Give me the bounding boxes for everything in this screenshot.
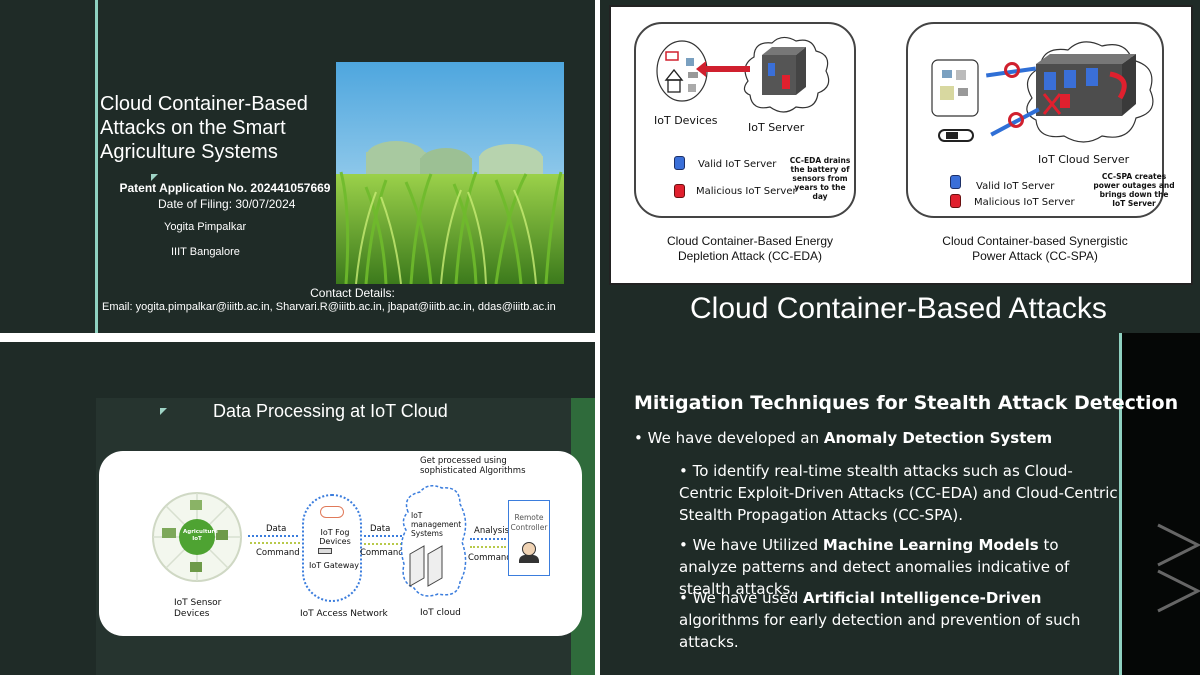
- sensor-devices-label: IoT Sensor Devices: [174, 598, 222, 619]
- bullet-3-tail: to analyze patterns and detect anomalies…: [679, 536, 1070, 598]
- iot-devices-label: IoT Devices: [654, 114, 718, 127]
- data-label-2: Data: [370, 524, 391, 534]
- remote-controller-label: Remote Controller: [510, 513, 548, 532]
- slide-title: Cloud Container-Based Attacks on the Sma…: [100, 93, 308, 163]
- valid-server-icon: [674, 156, 685, 170]
- iot-cloud-icon: [398, 482, 470, 607]
- cloud-icon: [320, 506, 344, 518]
- bullet-arrow-icon: [160, 408, 167, 415]
- cc-eda-note: CC-EDA drains the battery of sensors fro…: [789, 156, 851, 201]
- iot-server-icon: [740, 35, 832, 122]
- cc-eda-caption-line2: Depletion Attack (CC-EDA): [677, 249, 823, 263]
- devices-icon: [930, 58, 980, 123]
- access-network-label: IoT Access Network: [300, 609, 388, 619]
- patent-number: Patent Application No. 202441057669: [119, 181, 331, 195]
- fog-devices-label: IoT Fog Devices: [319, 528, 351, 546]
- data-arrow-icon: [364, 535, 402, 537]
- bullet-1-text: • We have developed an: [634, 429, 824, 447]
- title-slide: Cloud Container-Based Attacks on the Sma…: [0, 0, 595, 333]
- chevron-decoration-icon: [1156, 523, 1200, 618]
- battery-icon: [938, 129, 974, 142]
- bullet-1: • We have developed an Anomaly Detection…: [634, 427, 1114, 449]
- accent-line: [1119, 333, 1122, 675]
- malicious-server-icon: [950, 194, 961, 208]
- agriculture-iot-icon: [150, 490, 244, 589]
- slide-heading: Cloud Container-Based Attacks: [690, 292, 1107, 325]
- bullet-3-text: • We have Utilized: [679, 536, 823, 554]
- command-arrow-icon: [364, 543, 402, 545]
- malicious-server-icon: [674, 184, 685, 198]
- author-name: Yogita Pimpalkar: [164, 221, 247, 233]
- accent-line: [95, 0, 98, 333]
- cc-spa-caption-line1: Cloud Container-based Synergistic: [942, 234, 1128, 248]
- bullet-4: • We have used Artificial Intelligence-D…: [679, 587, 1119, 653]
- arrow-head-icon: [696, 61, 706, 77]
- data-processing-slide: Data Processing at IoT Cloud Get process…: [0, 342, 595, 675]
- block-icon: [1008, 112, 1024, 128]
- bullet-3: • We have Utilized Machine Learning Mode…: [679, 534, 1119, 600]
- mgmt-systems-label: IoT management Systems: [411, 511, 462, 538]
- iot-cloud-label: IoT cloud: [420, 608, 461, 618]
- attacks-slide: IoT Devices IoT Server Valid IoT Server …: [600, 0, 1200, 333]
- institution: IIIT Bangalore: [171, 246, 240, 258]
- bullet-4-bold: Artificial Intelligence-Driven: [802, 589, 1042, 607]
- valid-server-icon: [950, 175, 961, 189]
- contact-heading: Contact Details:: [310, 286, 395, 300]
- person-body-icon: [519, 555, 539, 563]
- iot-devices-icon: [656, 40, 708, 107]
- contact-emails: Email: yogita.pimpalkar@iiitb.ac.in, Sha…: [102, 301, 556, 313]
- processed-note: Get processed using sophisticated Algori…: [420, 456, 526, 476]
- person-icon: [522, 542, 536, 556]
- analysis-arrow-icon: [470, 538, 506, 540]
- slide-heading: Mitigation Techniques for Stealth Attack…: [634, 392, 1179, 414]
- dark-sidebar: [1122, 333, 1200, 675]
- bullet-4-text: • We have used: [679, 589, 803, 607]
- cloud-server-icon: [1020, 38, 1160, 153]
- malicious-server-label: Malicious IoT Server: [974, 197, 1075, 208]
- farm-photo: [336, 62, 564, 284]
- cc-eda-caption: Cloud Container-Based Energy Depletion A…: [640, 234, 860, 264]
- gateway-label: IoT Gateway: [308, 561, 360, 570]
- gateway-icon: [318, 548, 332, 554]
- agri-center-label: Agriculture IoT: [183, 529, 218, 542]
- filing-date: Date of Filing: 30/07/2024: [158, 197, 296, 211]
- bullet-3-bold: Machine Learning Models: [822, 536, 1039, 554]
- valid-server-label: Valid IoT Server: [976, 181, 1055, 192]
- block-icon: [1004, 62, 1020, 78]
- command-label-1: Command: [256, 548, 300, 558]
- cc-spa-caption-line2: Power Attack (CC-SPA): [972, 249, 1098, 263]
- bullet-2: • To identify real-time stealth attacks …: [679, 462, 1118, 524]
- cc-spa-note: CC-SPA creates power outages and brings …: [1093, 172, 1175, 208]
- access-network-oval: [302, 494, 362, 602]
- command-label-3: Command: [468, 553, 512, 563]
- slide-title: Data Processing at IoT Cloud: [213, 401, 448, 421]
- command-label-2: Command: [360, 548, 404, 558]
- valid-server-label: Valid IoT Server: [698, 159, 777, 170]
- cc-eda-caption-line1: Cloud Container-Based Energy: [666, 234, 834, 248]
- battery-level-icon: [946, 132, 958, 139]
- bullet-1-bold: Anomaly Detection System: [823, 429, 1053, 447]
- remote-controller-box: [508, 500, 550, 576]
- cloud-server-label: IoT Cloud Server: [1038, 153, 1130, 166]
- bullet-4-tail: algorithms for early detection and preve…: [679, 611, 1081, 651]
- iot-server-label: IoT Server: [748, 121, 805, 134]
- data-label-1: Data: [266, 524, 287, 534]
- cc-spa-caption: Cloud Container-based Synergistic Power …: [920, 234, 1150, 264]
- attack-arrow-icon: [704, 66, 750, 72]
- malicious-server-label: Malicious IoT Server: [696, 186, 797, 197]
- command-arrow-icon: [470, 546, 506, 548]
- command-arrow-icon: [250, 542, 300, 544]
- analysis-label: Analysis: [474, 526, 510, 536]
- bullet-arrow-icon: [151, 174, 158, 181]
- data-arrow-icon: [248, 535, 298, 537]
- mitigation-slide: Mitigation Techniques for Stealth Attack…: [600, 333, 1200, 675]
